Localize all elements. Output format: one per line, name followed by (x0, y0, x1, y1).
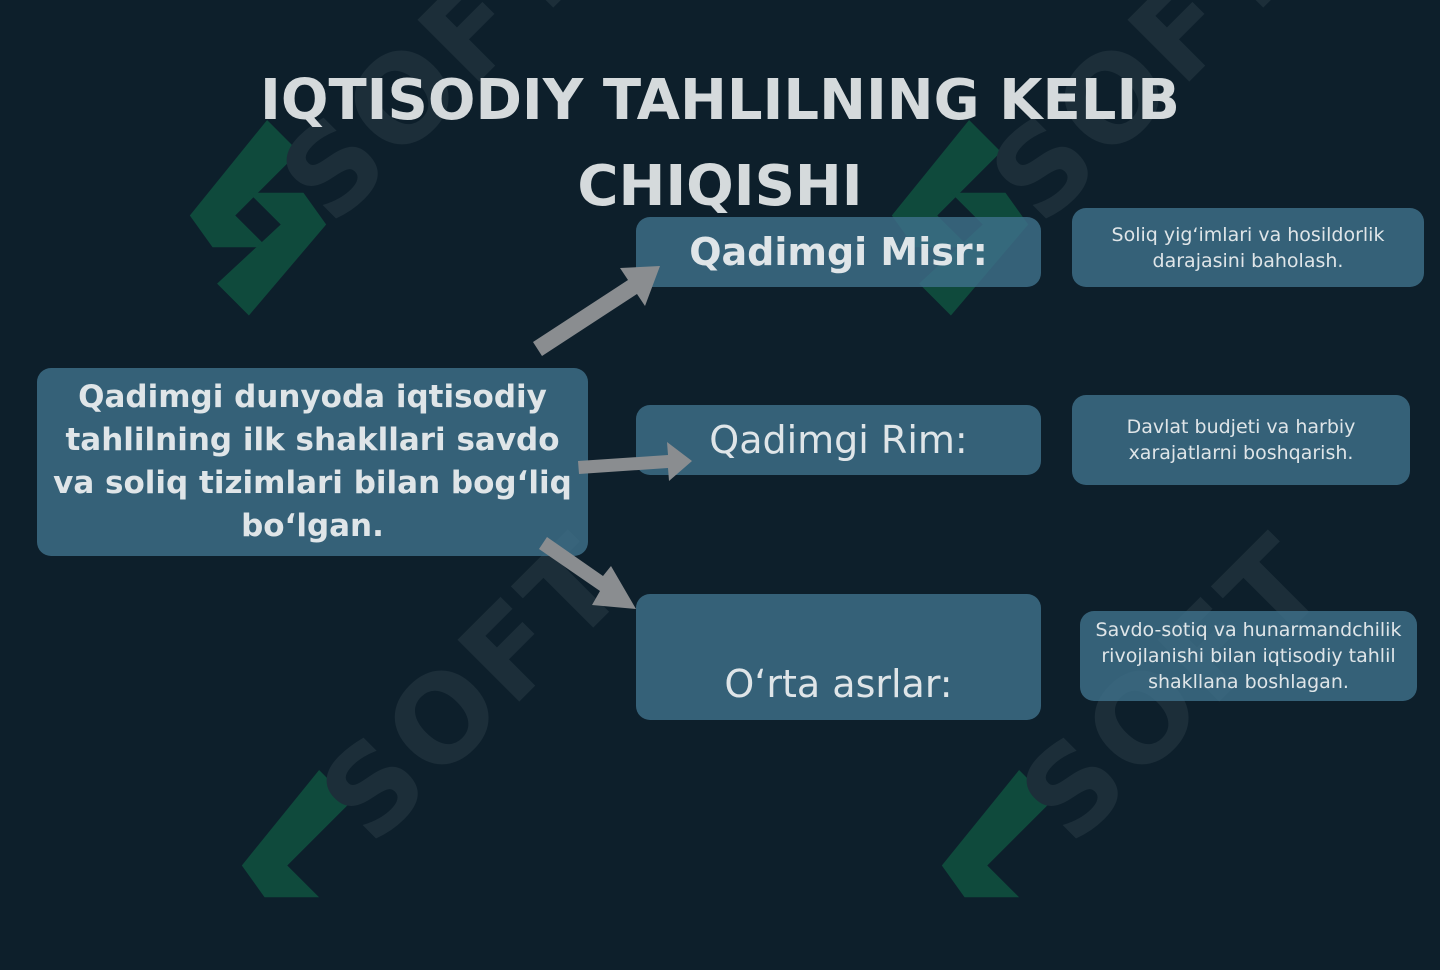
era-box-middle-ages: O‘rta asrlar: (636, 594, 1041, 720)
arrow-to-egypt (533, 266, 660, 356)
era-description: Soliq yig‘imlari va hosildorlik darajasi… (1111, 223, 1385, 272)
arrow-to-middle-ages (539, 537, 636, 609)
connector-arrows (533, 266, 692, 609)
era-description-box-egypt: Soliq yig‘imlari va hosildorlik darajasi… (1072, 208, 1424, 287)
main-statement-text: Qadimgi dunyoda iqtisodiy tahlilning ilk… (53, 379, 572, 544)
main-statement-box: Qadimgi dunyoda iqtisodiy tahlilning ilk… (37, 368, 588, 556)
era-description: Davlat budjeti va harbiy xarajatlarni bo… (1126, 416, 1356, 464)
arrow-to-rome (578, 442, 692, 481)
era-box-rome: Qadimgi Rim: (636, 405, 1041, 475)
era-description: Savdo-sotiq va hunarmandchilik rivojlani… (1095, 619, 1402, 693)
era-description-box-rome: Davlat budjeti va harbiy xarajatlarni bo… (1072, 395, 1410, 485)
era-label: Qadimgi Rim: (709, 418, 968, 462)
page-title: IQTISODIY TAHLILNING KELIB CHIQISHI (260, 68, 1180, 219)
era-label: O‘rta asrlar: (724, 662, 953, 706)
era-description-box-middle-ages: Savdo-sotiq va hunarmandchilik rivojlani… (1080, 611, 1417, 701)
